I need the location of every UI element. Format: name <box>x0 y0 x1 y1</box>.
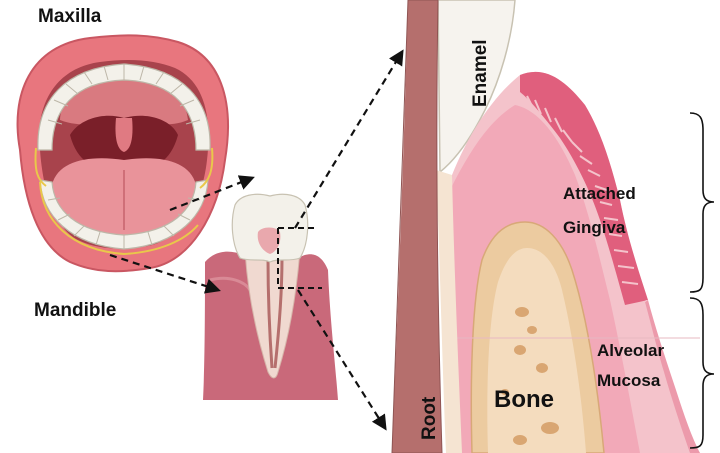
arrow-tooth-to-detail-upper <box>295 52 402 228</box>
label-attached-gingiva-line2: Gingiva <box>563 217 625 239</box>
region-braces <box>690 113 714 448</box>
label-bone: Bone <box>494 386 554 414</box>
label-alveolar-mucosa-line2: Mucosa <box>597 370 660 392</box>
label-enamel: Enamel <box>470 39 492 107</box>
tooth-illustration <box>203 194 338 400</box>
open-mouth-illustration <box>18 35 228 271</box>
label-mandible: Mandible <box>34 300 116 322</box>
root-region <box>392 0 442 453</box>
label-root: Root <box>419 397 441 440</box>
label-alveolar-mucosa-line1: Alveolar <box>597 340 664 362</box>
brace-alveolar-mucosa <box>690 298 714 448</box>
label-maxilla: Maxilla <box>38 6 101 28</box>
label-attached-gingiva-line1: Attached <box>563 183 636 205</box>
brace-attached-gingiva <box>690 113 714 292</box>
